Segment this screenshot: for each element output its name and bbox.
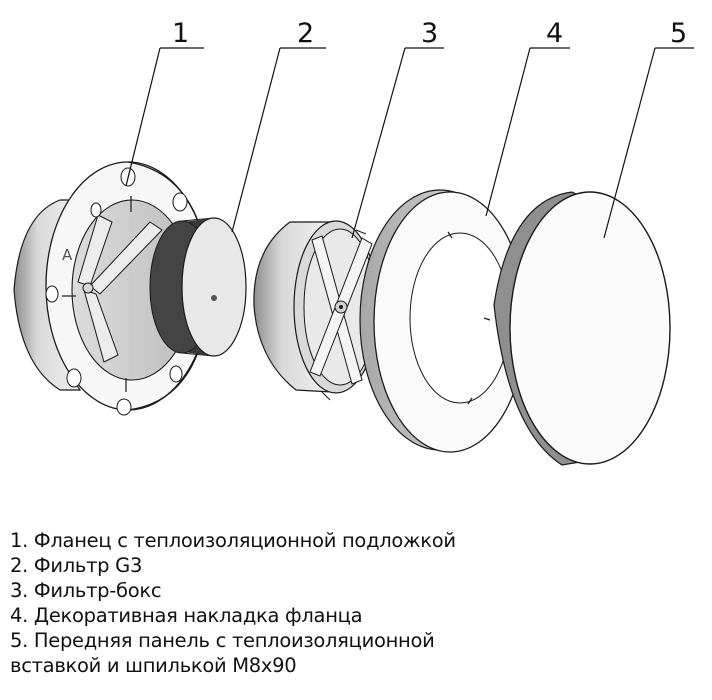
callout-3: 3 [421,18,438,49]
exploded-view-diagram: A 1 2 [13,18,694,466]
callouts: 1 2 3 4 5 [125,18,694,239]
parts-legend: 1. Фланец с теплоизоляционной подложкой … [10,528,700,678]
part-front-panel [493,191,671,466]
legend-item-3: 3. Фильтр-бокс [10,579,162,602]
callout-5: 5 [670,18,687,49]
part-flange: A [13,161,211,416]
legend-item-5-continued: вставкой и шпилькой M8x90 [10,654,297,677]
legend-item-5: 5. Передняя панель с теплоизоляционной [10,629,435,652]
callout-4: 4 [546,18,563,49]
part-decorative-cover [359,189,527,453]
part-filter-box [253,220,379,401]
callout-1: 1 [172,18,189,49]
part-filter [149,217,247,357]
callout-2: 2 [297,18,314,49]
legend-item-4: 4. Декоративная накладка фланца [10,604,363,627]
legend-item-2: 2. Фильтр G3 [10,554,143,577]
flange-letter: A [62,246,73,264]
legend-item-1: 1. Фланец с теплоизоляционной подложкой [10,529,456,552]
